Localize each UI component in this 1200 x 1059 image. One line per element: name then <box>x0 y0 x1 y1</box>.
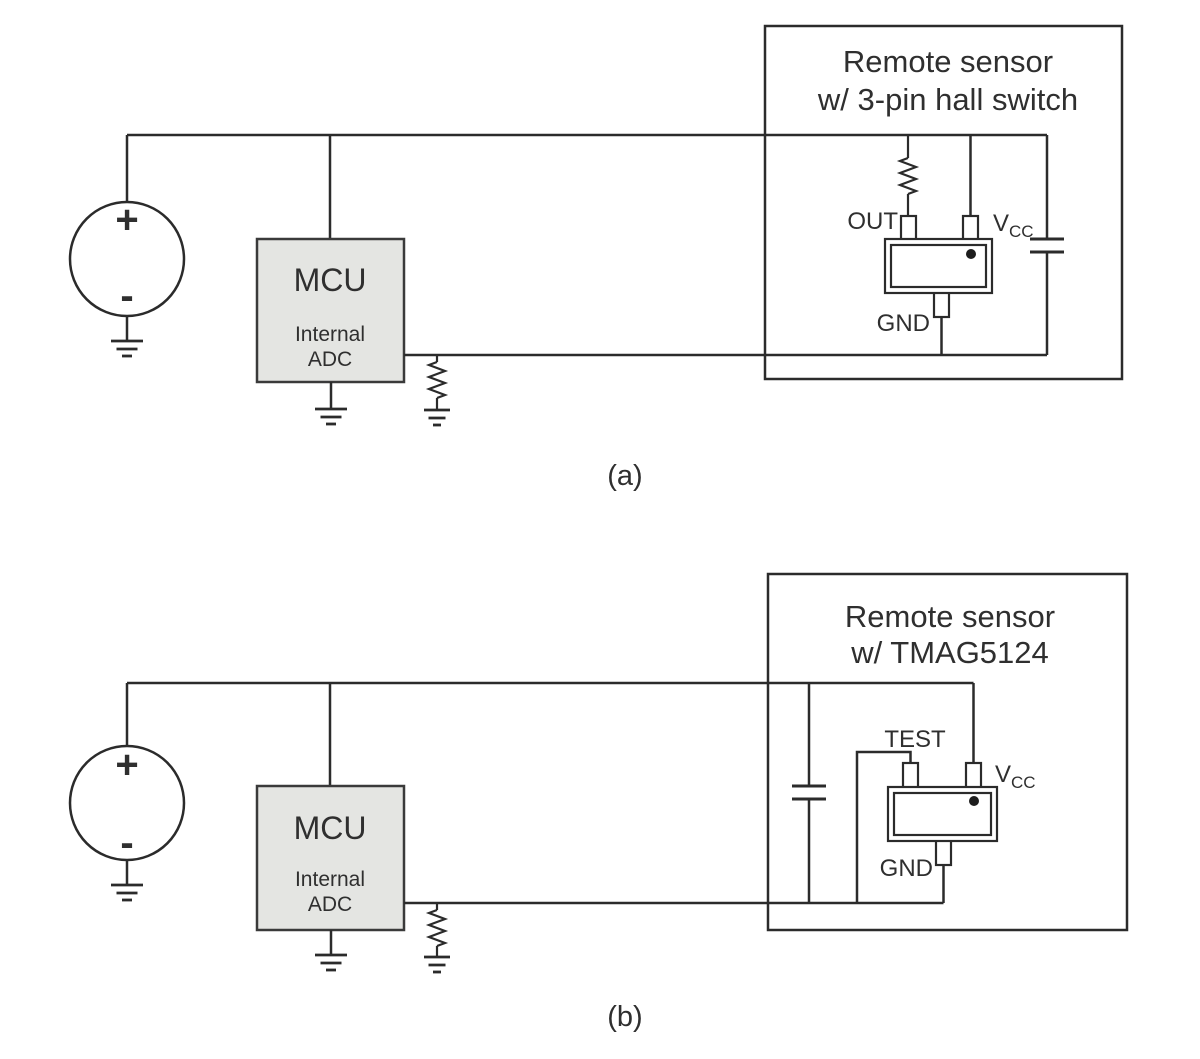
capacitor-icon <box>792 683 826 903</box>
mcu-label: MCU <box>294 262 367 298</box>
mcu-detail-line2: ADC <box>308 348 352 371</box>
figure-b: + - MCU Internal ADC <box>68 572 1129 1033</box>
resistor-icon <box>896 135 920 216</box>
pin-label-test: TEST <box>884 726 946 753</box>
minus-symbol: - <box>120 274 133 318</box>
voltage-source-icon: + - <box>68 198 186 358</box>
svg-text:CC: CC <box>1009 222 1034 241</box>
ground-icon <box>315 930 347 972</box>
svg-text:V: V <box>993 210 1009 237</box>
pin1-dot <box>969 796 979 806</box>
ground-icon <box>111 339 143 358</box>
vcc-pin <box>964 761 983 791</box>
ground-icon <box>111 883 143 902</box>
pin-label-gnd: GND <box>877 310 930 337</box>
resistor-icon <box>424 355 450 427</box>
ground-icon <box>424 955 450 974</box>
hall-switch-package-icon <box>886 761 999 867</box>
mcu-detail-line1: Internal <box>295 868 365 891</box>
ground-icon <box>315 382 347 426</box>
vcc-pin <box>961 214 980 243</box>
remote-sensor-box: Remote sensor w/ TMAG5124 <box>766 572 1129 932</box>
out-pin <box>899 214 918 243</box>
plus-symbol: + <box>115 198 138 242</box>
svg-text:CC: CC <box>1011 773 1036 792</box>
sensor-box-title-line1: Remote sensor <box>843 44 1053 79</box>
gnd-pin <box>932 289 951 319</box>
pin1-dot <box>966 249 976 259</box>
mcu-label: MCU <box>294 810 367 846</box>
resistor-icon <box>424 903 450 974</box>
test-pin <box>901 761 920 791</box>
svg-text:V: V <box>995 761 1011 788</box>
gnd-pin <box>934 837 953 867</box>
hall-switch-package-icon <box>883 214 994 319</box>
voltage-source-icon: + - <box>68 743 186 902</box>
figure-b-caption: (b) <box>607 1001 642 1033</box>
figure-a-caption: (a) <box>607 460 642 492</box>
mcu-block: MCU Internal ADC <box>255 237 406 384</box>
pin-label-vcc: V CC <box>993 210 1034 241</box>
wire <box>855 750 912 903</box>
pin-label-gnd: GND <box>880 855 933 882</box>
pin-label-vcc: V CC <box>995 761 1036 792</box>
plus-symbol: + <box>115 743 138 787</box>
mcu-detail-line2: ADC <box>308 893 352 916</box>
pin-label-out: OUT <box>847 208 898 235</box>
sensor-box-title-line2: w/ TMAG5124 <box>850 635 1049 670</box>
sensor-box-title-line1: Remote sensor <box>845 599 1055 634</box>
figure-a: + - MCU Internal ADC <box>68 24 1124 492</box>
mcu-block: MCU Internal ADC <box>255 784 406 932</box>
sensor-box-title-line2: w/ 3-pin hall switch <box>817 82 1078 117</box>
mcu-detail-line1: Internal <box>295 323 365 346</box>
capacitor-icon <box>1030 135 1064 355</box>
ground-icon <box>424 408 450 427</box>
minus-symbol: - <box>120 821 133 865</box>
remote-sensor-box: Remote sensor w/ 3-pin hall switch <box>763 24 1124 381</box>
